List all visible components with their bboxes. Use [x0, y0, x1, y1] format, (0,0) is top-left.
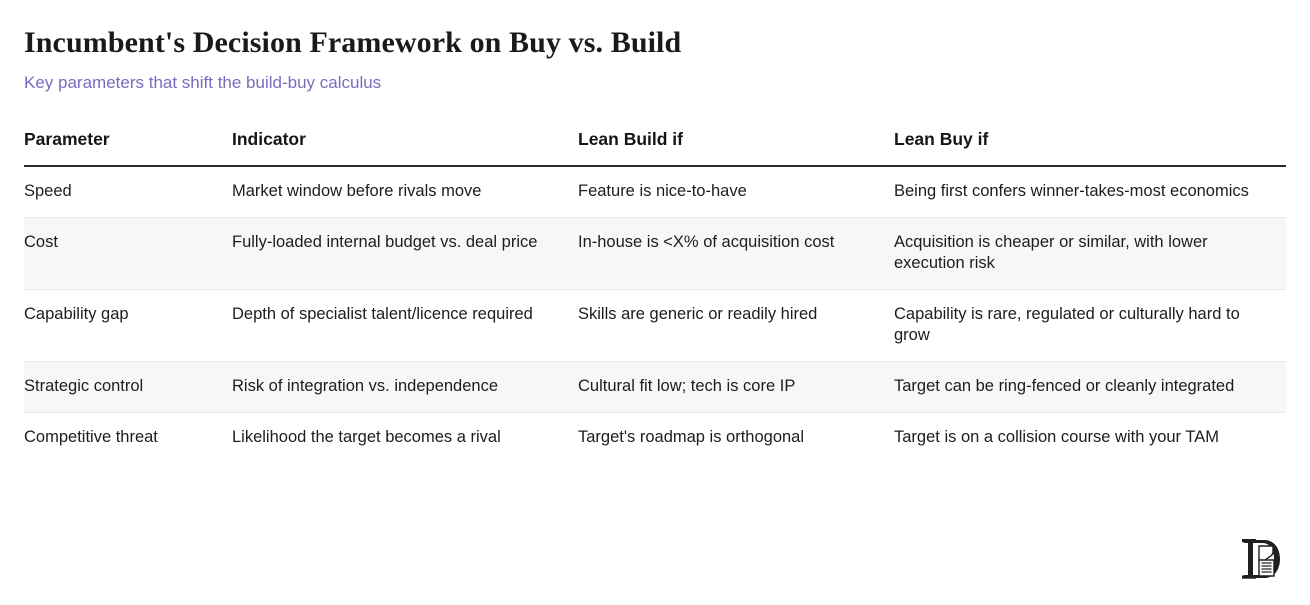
cell-lean-build: Cultural fit low; tech is core IP	[578, 377, 796, 395]
publisher-monogram-logo-icon	[1240, 536, 1284, 582]
cell-parameter: Cost	[24, 233, 58, 251]
cell-lean-build: In-house is <X% of acquisition cost	[578, 233, 835, 251]
cell-indicator: Fully-loaded internal budget vs. deal pr…	[232, 233, 538, 251]
cell-parameter: Speed	[24, 182, 72, 200]
cell-parameter: Strategic control	[24, 377, 144, 395]
cell-lean-buy: Capability is rare, regulated or cultura…	[894, 305, 1240, 344]
cell-indicator: Market window before rivals move	[232, 182, 482, 200]
cell-parameter: Capability gap	[24, 305, 129, 323]
cell-lean-buy: Target is on a collision course with you…	[894, 428, 1219, 446]
table-row: Cost Fully-loaded internal budget vs. de…	[24, 218, 1286, 290]
decision-framework-table: Parameter Indicator Lean Build if Lean B…	[24, 124, 1286, 463]
cell-lean-buy: Target can be ring-fenced or cleanly int…	[894, 377, 1235, 395]
table-row: Competitive threat Likelihood the target…	[24, 413, 1286, 463]
cell-indicator: Depth of specialist talent/licence requi…	[232, 305, 533, 323]
cell-lean-build: Skills are generic or readily hired	[578, 305, 818, 323]
column-header-lean-build-if: Lean Build if	[578, 129, 683, 149]
cell-lean-build: Target's roadmap is orthogonal	[578, 428, 805, 446]
column-header-lean-buy-if: Lean Buy if	[894, 129, 989, 149]
cell-indicator: Risk of integration vs. independence	[232, 377, 498, 395]
column-header-parameter: Parameter	[24, 129, 110, 149]
table-header-row: Parameter Indicator Lean Build if Lean B…	[24, 124, 1286, 167]
cell-parameter: Competitive threat	[24, 428, 158, 446]
cell-lean-buy: Acquisition is cheaper or similar, with …	[894, 233, 1208, 272]
table-row: Strategic control Risk of integration vs…	[24, 362, 1286, 413]
column-header-indicator: Indicator	[232, 129, 306, 149]
cell-lean-buy: Being first confers winner-takes-most ec…	[894, 182, 1249, 200]
cell-indicator: Likelihood the target becomes a rival	[232, 428, 501, 446]
page-title: Incumbent's Decision Framework on Buy vs…	[24, 26, 682, 59]
cell-lean-build: Feature is nice-to-have	[578, 182, 747, 200]
table-row: Speed Market window before rivals move F…	[24, 167, 1286, 218]
table-row: Capability gap Depth of specialist talen…	[24, 290, 1286, 362]
page-subtitle: Key parameters that shift the build-buy …	[24, 73, 382, 92]
